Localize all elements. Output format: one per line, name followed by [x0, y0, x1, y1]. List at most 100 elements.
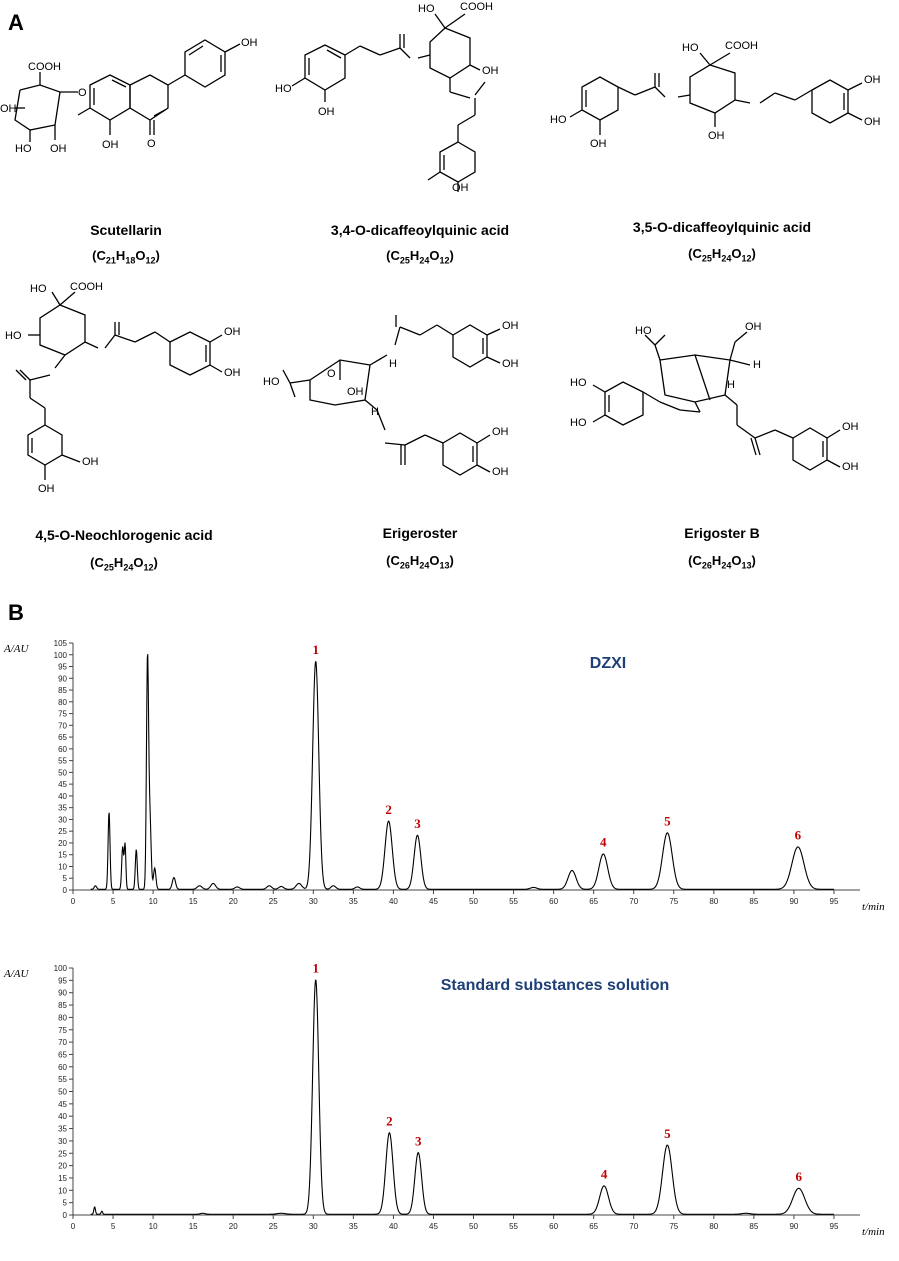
compound-formula: (C26H24O13) — [386, 553, 454, 571]
atom-label: OH — [50, 143, 67, 155]
atom-label: OH — [708, 130, 725, 142]
y-tick-label: 20 — [58, 1162, 67, 1171]
y-tick-label: 105 — [54, 639, 68, 648]
x-tick-label: 95 — [830, 1222, 839, 1231]
chromatogram-dzxi: 0510152025303540455055606570758085909510… — [3, 639, 885, 913]
structure-4-5-neochlorogenic-acid: HO COOH HO OH OH OH OH — [5, 281, 241, 495]
x-tick-label: 85 — [749, 897, 758, 906]
y-tick-label: 100 — [54, 964, 68, 973]
atom-label: OH — [241, 37, 258, 49]
compound-formula: (C25H24O12) — [386, 248, 454, 266]
peak-label: 4 — [601, 1167, 608, 1182]
y-tick-label: 50 — [58, 768, 67, 777]
x-tick-label: 45 — [429, 1222, 438, 1231]
y-tick-label: 65 — [58, 733, 67, 742]
y-axis-label: A/AU — [3, 968, 29, 980]
x-tick-label: 20 — [229, 897, 238, 906]
x-tick-label: 60 — [549, 1222, 558, 1231]
atom-label: HO — [15, 143, 32, 155]
panel-label-b: B — [8, 600, 24, 625]
structure-3-5-dicaffeoylquinic-acid: HO COOH OH OH HO OH OH — [550, 40, 881, 150]
y-tick-label: 80 — [58, 1013, 67, 1022]
x-tick-label: 70 — [629, 897, 638, 906]
x-tick-label: 35 — [349, 1222, 358, 1231]
x-tick-label: 80 — [709, 1222, 718, 1231]
atom-label: HO — [275, 83, 292, 95]
y-tick-label: 20 — [58, 839, 67, 848]
atom-label: HO — [263, 376, 280, 388]
chromatogram-standard: 0510152025303540455055606570758085909510… — [3, 960, 885, 1238]
y-tick-label: 75 — [58, 1026, 67, 1035]
y-tick-label: 50 — [58, 1088, 67, 1097]
peak-label: 2 — [386, 1113, 393, 1128]
compound-formula: (C25H24O12) — [688, 246, 756, 264]
atom-label: O — [78, 87, 87, 99]
y-tick-label: 5 — [63, 1199, 68, 1208]
x-tick-label: 5 — [111, 897, 116, 906]
x-tick-label: 90 — [789, 897, 798, 906]
compound-name: 3,5-O-dicaffeoylquinic acid — [632, 219, 812, 235]
atom-label: OH — [864, 116, 881, 128]
chart-title: Standard substances solution — [441, 977, 669, 994]
x-axis-label: t/min — [862, 1226, 885, 1238]
x-tick-label: 45 — [429, 897, 438, 906]
peak-label: 1 — [312, 642, 319, 657]
y-tick-label: 35 — [58, 1125, 67, 1134]
compound-formula: (C25H24O12) — [90, 555, 158, 573]
atom-label: OH — [82, 456, 99, 468]
compound-name: Erigoster B — [684, 525, 760, 541]
compound-name: 3,4-O-dicaffeoylquinic acid — [330, 222, 510, 238]
atom-label: HO — [550, 114, 567, 126]
peak-label: 1 — [312, 960, 319, 975]
atom-label: OH — [492, 426, 509, 438]
y-tick-label: 45 — [58, 1100, 67, 1109]
peak-label: 3 — [414, 816, 421, 831]
atom-label: OH — [492, 466, 509, 478]
y-tick-label: 60 — [58, 745, 67, 754]
y-tick-label: 60 — [58, 1063, 67, 1072]
y-tick-label: 80 — [58, 698, 67, 707]
y-tick-label: 35 — [58, 804, 67, 813]
y-tick-label: 25 — [58, 1149, 67, 1158]
x-tick-label: 10 — [149, 897, 158, 906]
peak-label: 5 — [664, 814, 671, 829]
x-tick-label: 65 — [589, 897, 598, 906]
atom-label: OH — [0, 103, 17, 115]
x-tick-label: 35 — [349, 897, 358, 906]
y-tick-label: 100 — [54, 651, 68, 660]
y-tick-label: 85 — [58, 686, 67, 695]
x-axis-label: t/min — [862, 901, 885, 913]
x-tick-label: 80 — [709, 897, 718, 906]
y-tick-label: 40 — [58, 792, 67, 801]
y-tick-label: 15 — [58, 1174, 67, 1183]
atom-label: OH — [745, 321, 762, 333]
atom-label: OH — [347, 386, 364, 398]
y-tick-label: 45 — [58, 780, 67, 789]
peak-label: 6 — [795, 1169, 802, 1184]
x-tick-label: 90 — [789, 1222, 798, 1231]
x-tick-label: 75 — [669, 897, 678, 906]
compound-name: 4,5-O-Neochlorogenic acid — [35, 527, 213, 543]
y-tick-label: 30 — [58, 1137, 67, 1146]
x-tick-label: 25 — [269, 1222, 278, 1231]
atom-label: OH — [224, 326, 241, 338]
atom-label: OH — [502, 358, 519, 370]
y-tick-label: 25 — [58, 827, 67, 836]
y-axis-label: A/AU — [3, 643, 29, 655]
atom-label: O — [327, 368, 336, 380]
y-tick-label: 55 — [58, 757, 67, 766]
x-tick-label: 70 — [629, 1222, 638, 1231]
x-tick-label: 65 — [589, 1222, 598, 1231]
y-tick-label: 90 — [58, 989, 67, 998]
x-tick-label: 20 — [229, 1222, 238, 1231]
y-tick-label: 70 — [58, 721, 67, 730]
structure-scutellarin: COOH OH HO OH O OH OH O — [0, 37, 258, 155]
atom-label: OH — [482, 65, 499, 77]
y-tick-label: 10 — [58, 1186, 67, 1195]
atom-label: H — [753, 359, 761, 371]
atom-label: H — [389, 358, 397, 370]
y-tick-label: 90 — [58, 674, 67, 683]
atom-label: COOH — [725, 40, 758, 52]
atom-label: HO — [682, 42, 699, 54]
peak-label: 3 — [415, 1133, 422, 1148]
